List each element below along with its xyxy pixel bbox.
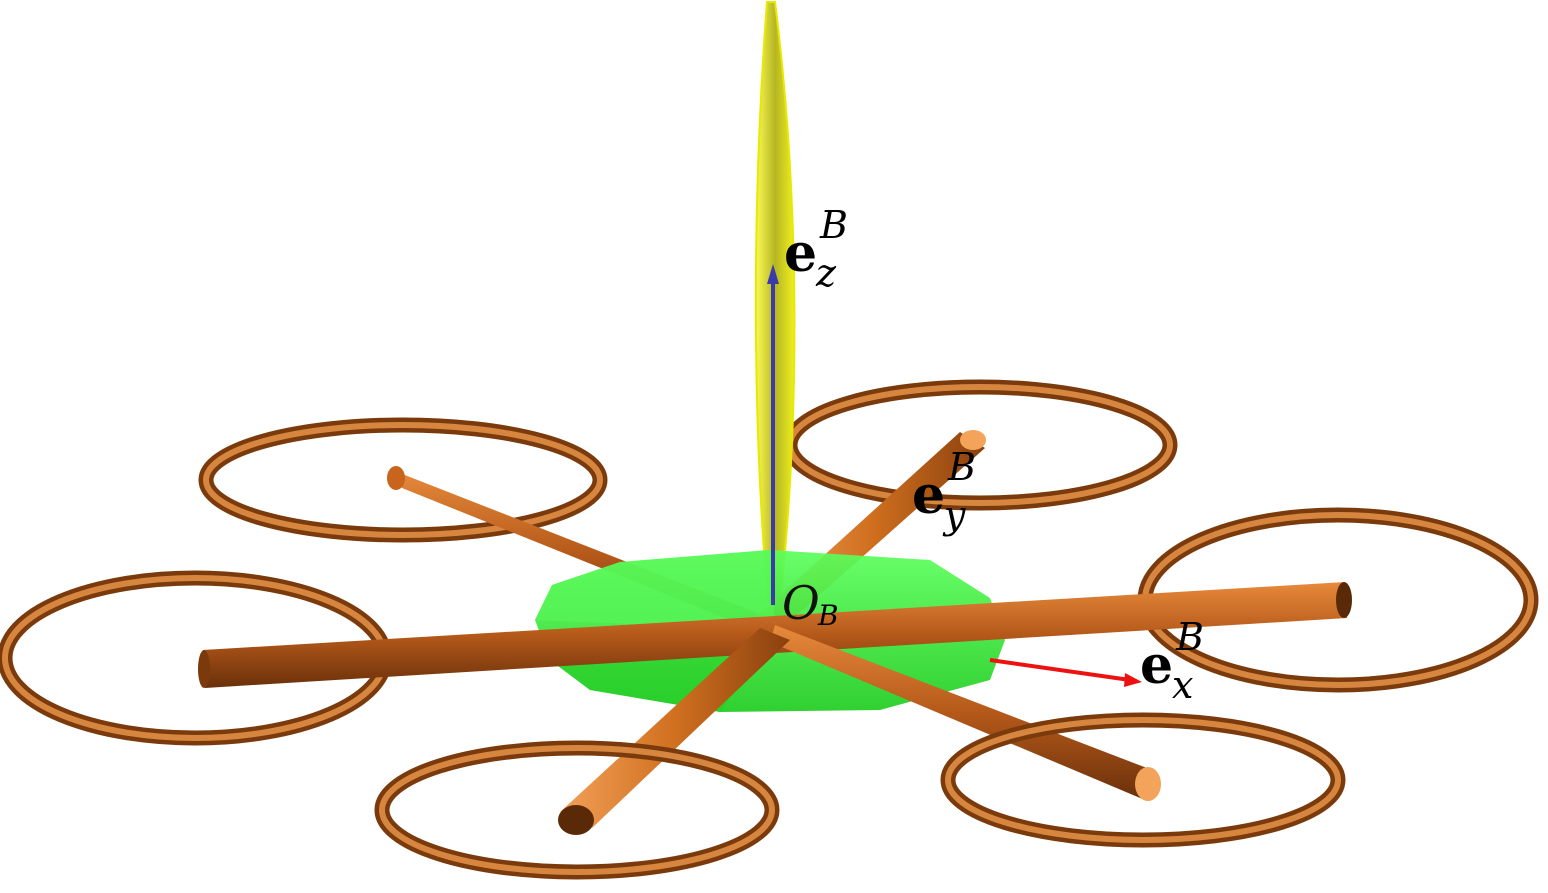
rotor-ring-front-left-highlight <box>379 745 775 875</box>
label-ey-base: e <box>912 465 946 526</box>
label-ez-sub: z <box>816 251 837 295</box>
label-origin: O B <box>782 580 839 630</box>
ez-vector-arrowhead <box>767 264 779 284</box>
arm-end-left <box>198 650 210 688</box>
rotor-ring-back-left-highlight <box>203 422 603 538</box>
label-origin-base: O <box>782 576 820 630</box>
arm-end-back-right <box>960 430 986 450</box>
arm-end-front-left <box>558 805 594 835</box>
vertical-blade <box>754 1 796 603</box>
arm-front-left <box>560 628 790 828</box>
label-ex-sup: B <box>1176 615 1204 659</box>
label-ez-sup: B <box>820 203 848 247</box>
label-ey-sup: B <box>948 445 976 489</box>
label-ex-sub: x <box>1172 663 1194 707</box>
label-ey-sub: y <box>944 493 966 537</box>
arm-diagonal-front-right <box>770 625 1152 800</box>
label-ez-base: e <box>784 223 818 284</box>
label-ex-base: e <box>1140 635 1174 696</box>
label-ez: e B z <box>784 206 848 292</box>
label-ex: e B x <box>1140 618 1204 704</box>
body-disc-facet <box>535 550 775 630</box>
rotor-ring-front-right-highlight <box>945 717 1341 843</box>
label-ey: e B y <box>912 448 976 534</box>
label-origin-sub: B <box>818 599 839 632</box>
arm-end-front-right <box>1135 767 1161 801</box>
arm-end-back-left <box>387 466 405 490</box>
ex-vector-arrowhead <box>1124 673 1142 687</box>
arm-end-right <box>1336 582 1352 618</box>
ex-vector <box>989 658 1131 682</box>
